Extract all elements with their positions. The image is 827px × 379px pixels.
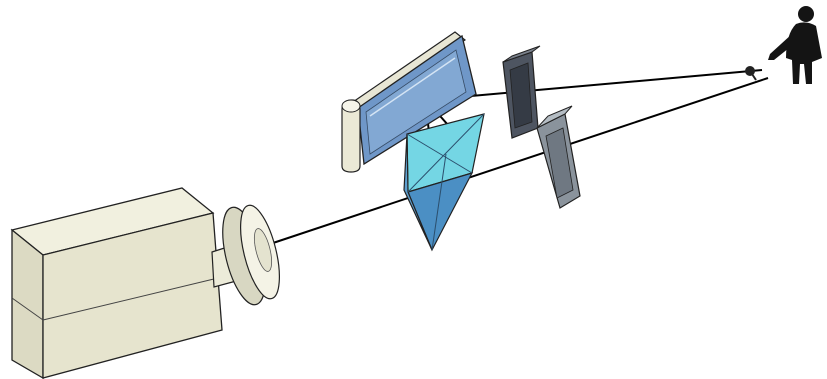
person-silhouette [768, 6, 822, 84]
lens-glass [253, 228, 273, 272]
gray-filter [536, 105, 581, 209]
gray-filter-side [536, 105, 573, 129]
prism-edge-c [431, 153, 447, 251]
camera-front-face [11, 228, 44, 379]
handheld-device [745, 66, 757, 81]
dark-filter-inner [509, 62, 533, 129]
beam-upper [425, 69, 763, 101]
device-stem [749, 70, 757, 81]
camera-body [10, 187, 223, 379]
screen-assembly [341, 31, 477, 173]
camera-side-face [42, 212, 223, 379]
camera-seam [42, 277, 219, 321]
camera-seam-front [11, 297, 44, 321]
glass-highlight [369, 57, 456, 117]
dark-filter-side [502, 45, 541, 63]
prism [403, 113, 485, 252]
person-arm [768, 34, 794, 60]
prism-edge-b [407, 113, 485, 193]
person-body [786, 22, 822, 84]
prism-edge-a [406, 133, 473, 174]
glass-plate-inner [365, 49, 467, 155]
dark-filter [502, 45, 541, 139]
beam-main [269, 77, 769, 245]
gray-filter-inner [545, 127, 574, 199]
person-head [798, 6, 814, 22]
screen-roller-top [341, 99, 361, 113]
lens [211, 204, 280, 306]
